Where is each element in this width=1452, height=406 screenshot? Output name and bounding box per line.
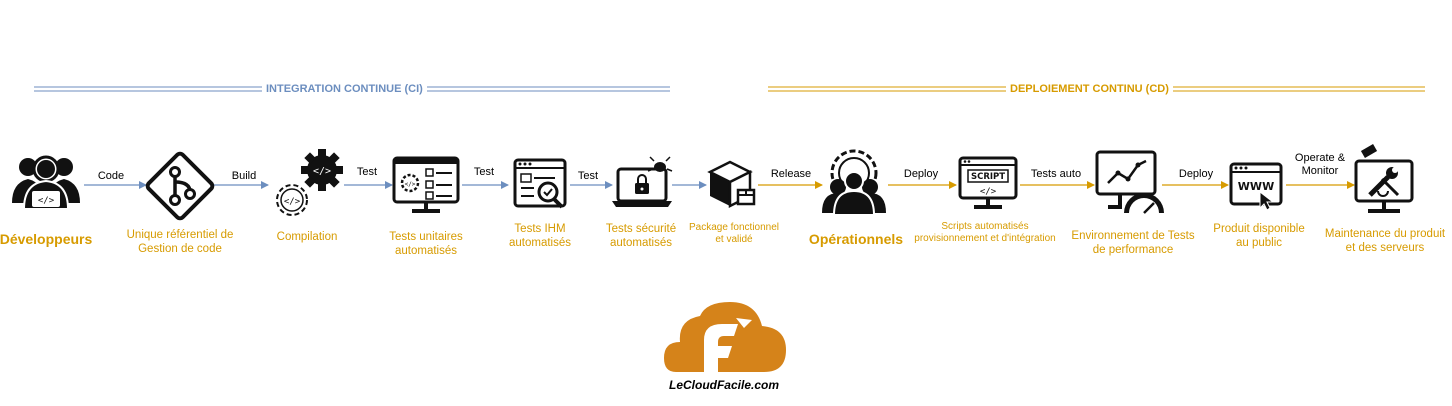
node-label-developpeurs: Développeurs (0, 231, 93, 247)
svg-text:</>: </> (38, 196, 55, 206)
svg-text:</>: </> (405, 181, 416, 188)
connector-label: Test (577, 170, 599, 182)
connector-label: Operate &Monitor (1294, 152, 1346, 177)
ui-test-icon (513, 158, 567, 209)
code-gears-icon: </> </> (276, 149, 343, 216)
svg-text:WWW: WWW (1238, 180, 1274, 193)
security-laptop-icon (612, 156, 673, 207)
performance-monitor-icon (1095, 150, 1164, 214)
lecloudfacile-logo (664, 302, 786, 372)
connector-label: Test (356, 166, 378, 178)
logo-text: LeCloudFacile.com (668, 378, 780, 392)
svg-text:</>: </> (980, 187, 997, 197)
connector-label: Tests auto (1030, 168, 1082, 180)
www-browser-icon: WWW (1229, 162, 1283, 211)
cd-banner-title: DEPLOIEMENT CONTINU (CD) (1006, 82, 1173, 96)
operations-team-icon (822, 149, 886, 216)
script-monitor-icon: SCRIPT </> (958, 156, 1018, 209)
developers-icon: </> (12, 155, 80, 210)
connector-label: Code (97, 170, 125, 182)
connector-label: Build (231, 170, 257, 182)
package-boxes-icon (707, 160, 756, 209)
maintenance-monitor-icon (1354, 144, 1414, 213)
git-branch-icon (145, 151, 215, 221)
svg-text:</>: </> (284, 197, 301, 207)
connector-label: Test (473, 166, 495, 178)
connector-label: Deploy (1178, 168, 1214, 180)
connector-label: Deploy (903, 168, 939, 180)
ci-banner-title: INTEGRATION CONTINUE (CI) (262, 82, 427, 96)
svg-text:</>: </> (313, 166, 331, 177)
connector-label: Release (770, 168, 812, 180)
node-label-compilation: Compilation (276, 231, 338, 243)
svg-text:SCRIPT: SCRIPT (971, 172, 1005, 182)
node-label-operationnels: Opérationnels (808, 231, 904, 247)
test-checklist-monitor-icon: </> (392, 156, 460, 213)
